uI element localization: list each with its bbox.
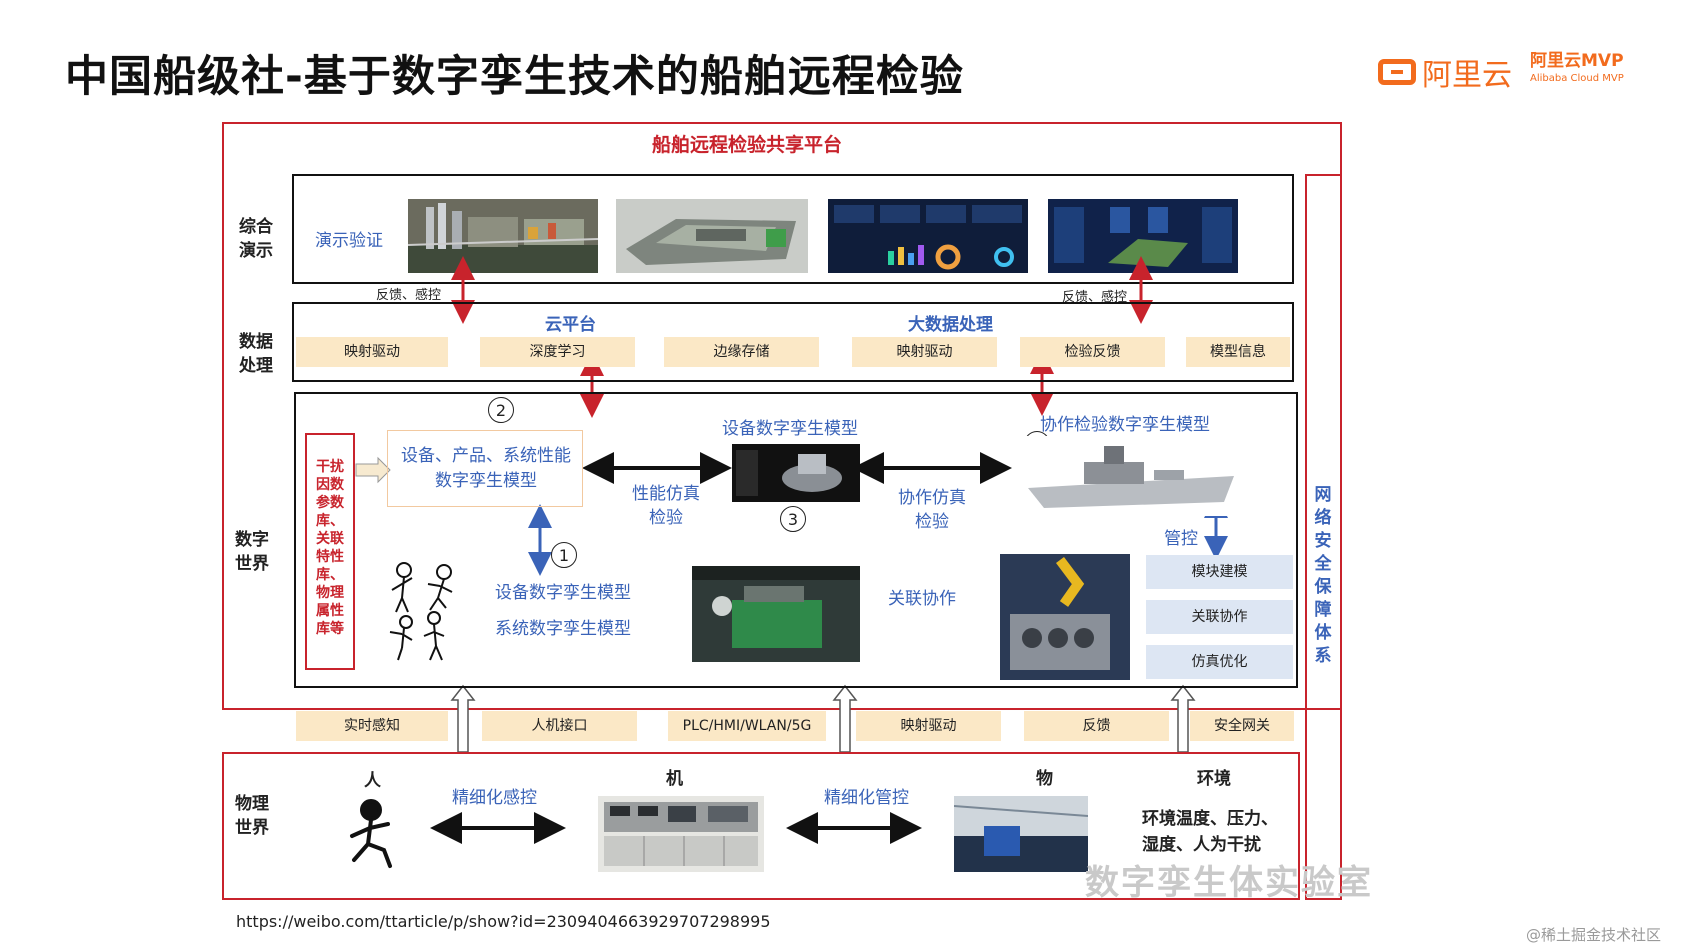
fine-control-label: 精细化管控 bbox=[824, 788, 909, 808]
fine-sense-label: 精细化感控 bbox=[452, 788, 537, 808]
system-model-label: 系统数字孪生模型 bbox=[495, 619, 631, 639]
platform-title: 船舶远程检验共享平台 bbox=[652, 134, 843, 156]
chip-realtime-sense: 实时感知 bbox=[296, 711, 448, 741]
row-label-physical: 物理 世界 bbox=[235, 794, 269, 838]
demo-label: 演示验证 bbox=[315, 231, 383, 251]
coop-sim-label: 协作仿真 检验 bbox=[898, 488, 966, 532]
bigdata-label: 大数据处理 bbox=[908, 315, 993, 335]
machine-label: 机 bbox=[666, 769, 683, 789]
environment-label: 环境 bbox=[1197, 769, 1231, 789]
plant-model-image bbox=[408, 199, 598, 273]
mvp-logo-en: Alibaba Cloud MVP bbox=[1530, 73, 1624, 84]
chip-hmi: 人机接口 bbox=[482, 711, 637, 741]
physical-world-box bbox=[222, 752, 1300, 900]
object-label: 物 bbox=[1036, 769, 1053, 789]
environment-text: 环境温度、压力、 湿度、人为干扰 bbox=[1142, 809, 1278, 855]
equip-model-top-label: 设备数字孪生模型 bbox=[722, 419, 858, 439]
chip-plc: PLC/HMI/WLAN/5G bbox=[668, 711, 826, 741]
chip-edge-storage: 边缘存储 bbox=[664, 337, 819, 367]
chip-model-info: 模型信息 bbox=[1186, 337, 1290, 367]
aliyun-bracket-icon bbox=[1378, 59, 1416, 85]
ship-3d-image bbox=[1024, 436, 1244, 516]
watermark-lab: 数字孪生体实验室 bbox=[1085, 863, 1373, 903]
equip-model-label: 设备数字孪生模型 bbox=[495, 583, 631, 603]
aliyun-logo: 阿里云 bbox=[1378, 50, 1512, 94]
circle-2: 2 bbox=[488, 397, 514, 423]
model-box-text: 设备、产品、系统性能数字孪生模型 bbox=[401, 446, 571, 491]
mvp-logo: 阿里云MVP Alibaba Cloud MVP bbox=[1530, 52, 1624, 88]
cloud-platform-label: 云平台 bbox=[545, 315, 596, 335]
digital-world-box bbox=[294, 392, 1298, 688]
circle-3: 3 bbox=[780, 506, 806, 532]
chip-mapping-drive: 映射驱动 bbox=[296, 337, 448, 367]
demo-box bbox=[292, 174, 1294, 284]
chip-sim-optimize: 仿真优化 bbox=[1146, 645, 1293, 679]
page-title: 中国船级社-基于数字孪生技术的船舶远程检验 bbox=[65, 52, 964, 102]
bridge-room-image bbox=[954, 796, 1088, 872]
chip-assoc-coop: 关联协作 bbox=[1146, 600, 1293, 634]
person-label: 人 bbox=[364, 771, 381, 791]
mvp-logo-text: 阿里云MVP bbox=[1530, 51, 1624, 71]
interference-box bbox=[305, 433, 355, 670]
row-label-demo: 综合 演示 bbox=[239, 217, 273, 261]
feedback-left-label: 反馈、感控 bbox=[376, 288, 442, 303]
chip-mapping-drive-2: 映射驱动 bbox=[852, 337, 997, 367]
security-label: 网络安全保障体系 bbox=[1314, 485, 1332, 666]
watermark-juejin: @稀土掘金技术社区 bbox=[1525, 926, 1661, 944]
data-processing-box bbox=[292, 302, 1294, 382]
row-label-digital: 数字 世界 bbox=[235, 530, 269, 574]
row-label-data: 数据 处理 bbox=[239, 332, 273, 376]
equipment-model-image bbox=[732, 444, 860, 502]
source-url[interactable]: https://weibo.com/ttarticle/p/show?id=23… bbox=[236, 912, 771, 931]
chip-inspection-feedback: 检验反馈 bbox=[1020, 337, 1165, 367]
model-box bbox=[387, 430, 583, 507]
engine-room-image bbox=[692, 566, 860, 662]
chip-module-modeling: 模块建模 bbox=[1146, 555, 1293, 589]
aliyun-logo-text: 阿里云 bbox=[1422, 58, 1512, 93]
security-box bbox=[1305, 174, 1342, 900]
chip-security-gateway: 安全网关 bbox=[1190, 711, 1294, 741]
chip-mapping-drive-3: 映射驱动 bbox=[856, 711, 1001, 741]
perf-sim-label: 性能仿真 检验 bbox=[632, 484, 700, 528]
interference-label: 干扰因数参数库、关联特性库、物理属性库等 bbox=[316, 459, 344, 637]
control-console-image bbox=[598, 796, 764, 872]
feedback-right-label: 反馈、感控 bbox=[1062, 290, 1128, 305]
robot-engine-image bbox=[1000, 554, 1130, 680]
chip-deep-learning: 深度学习 bbox=[480, 337, 635, 367]
assoc-label: 关联协作 bbox=[888, 589, 956, 609]
control-label: 管控 bbox=[1164, 529, 1198, 549]
coop-model-label: 协作检验数字孪生模型 bbox=[1040, 415, 1210, 435]
dashboard-image bbox=[828, 199, 1028, 273]
chip-feedback: 反馈 bbox=[1024, 711, 1169, 741]
ship-model-image bbox=[616, 199, 808, 273]
circle-1: 1 bbox=[551, 542, 577, 568]
